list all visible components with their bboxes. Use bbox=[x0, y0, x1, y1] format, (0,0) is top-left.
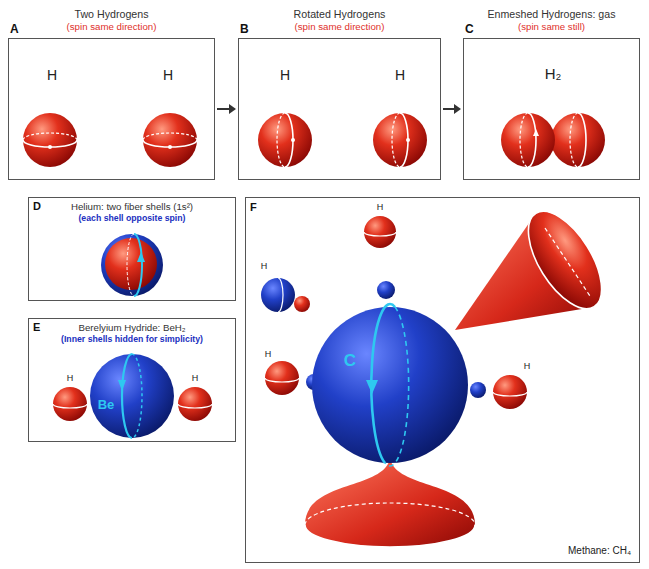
atom-label: H bbox=[524, 362, 531, 372]
panel-header: Rotated Hydrogens(spin same direction) bbox=[239, 8, 440, 32]
hydrogen-molecule bbox=[501, 113, 605, 167]
atom-label: H bbox=[280, 68, 290, 83]
atom-label: H bbox=[163, 68, 173, 83]
atom-label: H bbox=[377, 203, 384, 213]
hydrogen-pair-a bbox=[23, 113, 197, 167]
panel-box: Rotated Hydrogens(spin same direction) bbox=[238, 38, 441, 180]
panel-box: Two Hydrogens(spin same direction) bbox=[8, 38, 215, 180]
panel-text: Rotated Hydrogens bbox=[239, 8, 440, 21]
flow-arrow bbox=[217, 104, 236, 114]
panel-box: Enmeshed Hydrogens: gas(spin same still) bbox=[463, 38, 640, 180]
panel-box: Berelyium Hydride: BeH₂(Inner shells hid… bbox=[28, 318, 236, 442]
atom-label: H bbox=[67, 374, 74, 384]
panel-text: Methane: CH₄ bbox=[568, 545, 631, 557]
atom-label: H bbox=[47, 68, 57, 83]
atom-label: H bbox=[192, 374, 199, 384]
helium-atom bbox=[101, 234, 163, 296]
panel-text: (spin same direction) bbox=[9, 21, 214, 33]
panel-letter: F bbox=[250, 201, 257, 213]
panel-text: Helium: two fiber shells (1s²) bbox=[29, 201, 235, 213]
panel-letter: E bbox=[33, 321, 40, 333]
panel-box: Methane: CH₄ bbox=[245, 197, 640, 563]
panel-box: Helium: two fiber shells (1s²)(each shel… bbox=[28, 197, 236, 301]
panel-letter: B bbox=[240, 23, 249, 36]
atom-label: H bbox=[395, 68, 405, 83]
panel-text: (spin same still) bbox=[464, 21, 639, 33]
hydrogen-pair-b bbox=[258, 113, 427, 167]
panel-header: Methane: CH₄ bbox=[568, 545, 631, 557]
atom-label: H bbox=[265, 350, 272, 360]
panel-text: (spin same direction) bbox=[239, 21, 440, 33]
panel-text: (Inner shells hidden for simplicity) bbox=[29, 334, 235, 344]
atom-label: H bbox=[261, 262, 268, 272]
panel-header: Enmeshed Hydrogens: gas(spin same still) bbox=[464, 8, 639, 32]
panel-text: Enmeshed Hydrogens: gas bbox=[464, 8, 639, 21]
panel-header: Berelyium Hydride: BeH₂(Inner shells hid… bbox=[29, 322, 235, 344]
atom-label: Be bbox=[98, 398, 115, 412]
panel-header: Helium: two fiber shells (1s²)(each shel… bbox=[29, 201, 235, 223]
flow-arrow bbox=[443, 104, 461, 114]
panel-letter: D bbox=[33, 200, 41, 212]
panel-text: Two Hydrogens bbox=[9, 8, 214, 21]
panel-header: Two Hydrogens(spin same direction) bbox=[9, 8, 214, 32]
panel-text: Berelyium Hydride: BeH₂ bbox=[29, 322, 235, 334]
beryllium-hydride bbox=[53, 354, 212, 438]
panel-letter: C bbox=[465, 23, 474, 36]
methane-molecule bbox=[261, 200, 616, 547]
atom-label: H₂ bbox=[545, 66, 562, 83]
panel-letter: A bbox=[10, 23, 19, 36]
atom-label: C bbox=[344, 352, 356, 371]
panel-text: (each shell opposite spin) bbox=[29, 213, 235, 223]
